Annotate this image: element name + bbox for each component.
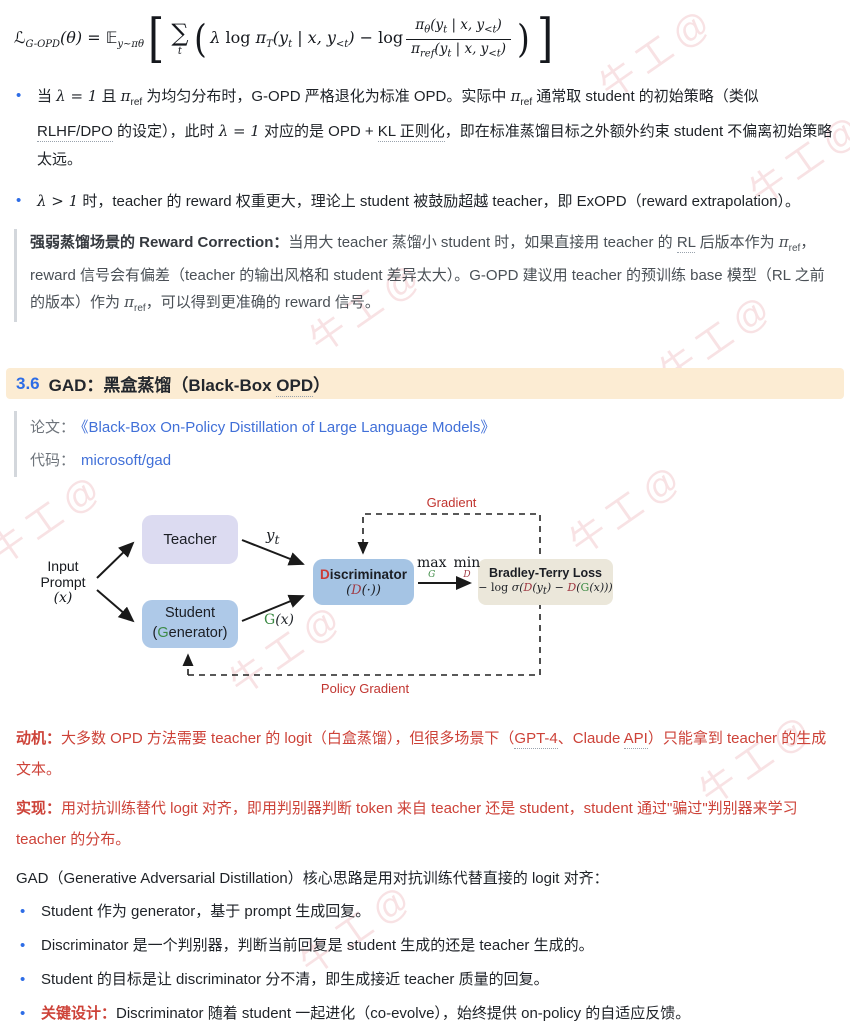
bullet-marker: •	[20, 971, 26, 988]
bullet-text: λ > 1 时，teacher 的 reward 权重更大，理论上 studen…	[37, 192, 801, 210]
discriminator-label: Discriminator	[319, 566, 408, 582]
formula-left-paren: (	[194, 17, 208, 61]
bullet-text: 关键设计：Discriminator 随着 student 一起进化（co-ev…	[41, 1005, 691, 1022]
top-bullet-list: • 当 λ = 1 且 πref 为均匀分布时，G-OPD 严格退化为标准 OP…	[16, 82, 834, 216]
bullet-text: Student 作为 generator，基于 prompt 生成回复。	[41, 903, 371, 920]
yt-arrow-label: yt	[266, 526, 280, 547]
fraction-denominator: πref(yt | x, y<t)	[406, 38, 512, 61]
policy-gradient-label: Policy Gradient	[320, 681, 410, 696]
list-item: • 关键设计：Discriminator 随着 student 一起进化（co-…	[16, 1004, 834, 1024]
formula-fraction: πθ(yt | x, y<t) πref(yt | x, y<t)	[406, 17, 512, 61]
bt-title: Bradley-Terry Loss	[488, 566, 602, 581]
bullet-text: Student 的目标是让 discriminator 分不清，即生成接近 te…	[41, 971, 549, 988]
gad-architecture-diagram: Input Prompt (x) Teacher Student (Genera…	[0, 482, 850, 715]
code-ref-row: 代码： microsoft/gad	[30, 444, 850, 477]
gx-arrow-label: G(x)	[264, 612, 295, 628]
discriminator-math: (D(·))	[346, 582, 381, 598]
generator-g: G	[157, 625, 169, 641]
diagram-arrows	[96, 513, 541, 676]
gopd-loss-formula: ℒG-OPD(θ) = 𝔼y~πθ [ ∑ t ( λ log πT(yt | …	[14, 10, 850, 68]
input-x-math: (x)	[53, 590, 73, 606]
motivation-paragraph: 动机：大多数 OPD 方法需要 teacher 的 logit（白盒蒸馏），但很…	[16, 730, 827, 778]
paper-link[interactable]: 《Black-Box On-Policy Distillation of Lar…	[81, 419, 496, 436]
formula-right-paren: )	[517, 17, 530, 61]
gradient-label: Gradient	[426, 495, 477, 510]
student-box: Student (Generator)	[142, 600, 238, 648]
list-item: • Student 的目标是让 discriminator 分不清，即生成接近 …	[16, 970, 834, 990]
bradley-terry-box: Bradley-Terry Loss − log σ(D(yt) − D(G(x…	[478, 559, 613, 605]
implementation-paragraph: 实现：用对抗训练替代 logit 对齐，即用判别器判断 token 来自 tea…	[16, 800, 798, 848]
bullet-marker: •	[16, 87, 22, 104]
section-title: GAD：黑盒蒸馏（Black-Box OPD）	[48, 376, 331, 397]
bt-formula: − log σ(D(yt) − D(G(x)))	[478, 581, 613, 598]
paper-ref-row: 论文： 《Black-Box On-Policy Distillation of …	[30, 411, 850, 444]
teacher-box: Teacher	[142, 515, 238, 564]
formula-right-bracket: ]	[536, 9, 554, 69]
reference-block: 论文： 《Black-Box On-Policy Distillation of …	[14, 411, 850, 477]
formula-left-bracket: [	[148, 9, 165, 69]
max-operator: max G	[417, 555, 447, 580]
formula-inner: λ log πT(yt | x, y<t) − log	[210, 27, 404, 51]
paper-label: 论文：	[30, 419, 76, 436]
bullet-text: 当 λ = 1 且 πref 为均匀分布时，G-OPD 严格退化为标准 OPD。…	[37, 87, 833, 168]
formula-lhs: ℒG-OPD(θ) = 𝔼y~πθ	[14, 27, 145, 51]
min-operator: min D	[453, 555, 481, 580]
list-item: • 当 λ = 1 且 πref 为均匀分布时，G-OPD 严格退化为标准 OP…	[16, 82, 834, 174]
fraction-numerator: πθ(yt | x, y<t)	[415, 17, 502, 36]
code-label: 代码：	[30, 452, 76, 469]
code-link[interactable]: microsoft/gad	[81, 452, 172, 469]
section-header: 3.6 GAD：黑盒蒸馏（Black-Box OPD）	[6, 368, 844, 399]
list-item: • Discriminator 是一个判别器，判断当前回复是 student 生…	[16, 936, 834, 956]
sum-operator: ∑ t	[171, 19, 189, 57]
reward-correction-callout: 强弱蒸馏场景的 Reward Correction：当用大 teacher 蒸馏…	[14, 229, 830, 322]
max-min-label: max G min D	[417, 556, 480, 580]
input-prompt-label: Input Prompt (x)	[30, 558, 96, 606]
bullet-text: Discriminator 是一个判别器，判断当前回复是 student 生成的…	[41, 937, 594, 954]
list-item: • Student 作为 generator，基于 prompt 生成回复。	[16, 902, 834, 922]
bullet-marker: •	[20, 937, 26, 954]
bullet-marker: •	[20, 1005, 26, 1022]
section-number: 3.6	[16, 373, 40, 393]
bullet-marker: •	[16, 192, 22, 209]
generator-label: (Generator)	[152, 625, 228, 641]
bullet-marker: •	[20, 903, 26, 920]
discriminator-box: Discriminator (D(·))	[313, 559, 414, 605]
list-item: • λ > 1 时，teacher 的 reward 权重更大，理论上 stud…	[16, 187, 834, 216]
gad-intro-paragraph: GAD（Generative Adversarial Distillation）…	[16, 870, 609, 887]
